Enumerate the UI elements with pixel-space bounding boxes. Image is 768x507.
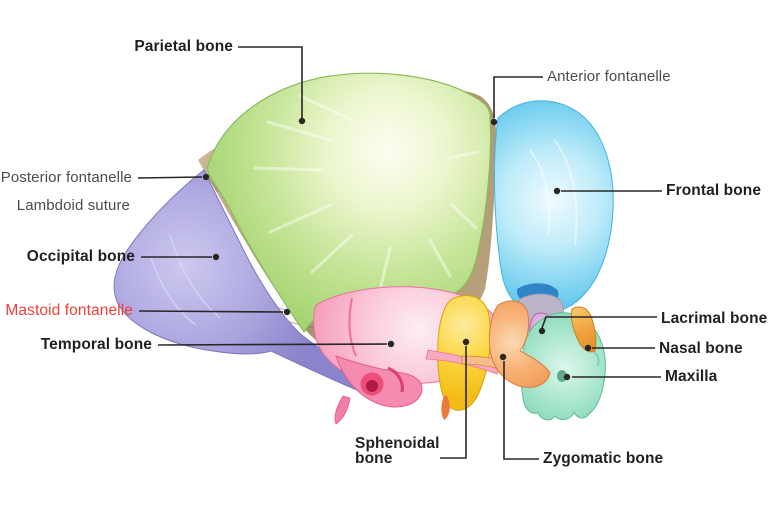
label-occipital-bone: Occipital bone	[26, 248, 135, 265]
parietal-radial-streaks	[253, 94, 480, 292]
label-sphenoidal-line2: bone	[355, 450, 393, 467]
frontal-bone-shape	[493, 100, 614, 314]
leader-dot-mastoid	[283, 308, 291, 316]
leader-dot-temporal	[387, 340, 395, 348]
maxilla-bump-line	[593, 351, 600, 367]
leader-dot-sphenoidal	[462, 338, 470, 346]
tympanic-ring-arc	[387, 366, 404, 393]
leader-dot-maxilla	[563, 373, 571, 381]
label-posterior-fontanelle: Posterior fontanelle	[0, 169, 132, 186]
label-temporal-bone: Temporal bone	[40, 336, 152, 353]
leader-dot-posterior	[202, 173, 210, 181]
leader-line-zygomatic	[503, 361, 539, 460]
leader-line-posterior	[137, 176, 203, 179]
nasal-bone-shape	[570, 306, 597, 353]
infraorbital-foramen	[557, 370, 567, 382]
label-sphenoidal-line1: Sphenoidal	[355, 435, 440, 452]
leader-dot-parietal	[298, 117, 306, 125]
leader-line-temporal	[157, 343, 388, 346]
label-frontal-bone: Frontal bone	[666, 182, 762, 199]
ear-canal-inner	[366, 380, 378, 392]
sphenoid-lower-tip	[441, 396, 450, 420]
leader-dots	[202, 117, 592, 381]
leader-dot-frontal	[553, 187, 561, 195]
label-lambdoid-suture: Lambdoid suture	[16, 197, 130, 214]
label-zygomatic-bone: Zygomatic bone	[543, 450, 664, 467]
styloid-process-shape	[334, 395, 351, 425]
leader-line-mastoid	[138, 310, 284, 313]
label-lacrimal-bone: Lacrimal bone	[661, 310, 768, 327]
leader-dot-nasal	[584, 344, 592, 352]
leader-line-parietal	[238, 46, 303, 118]
leader-line-lacrimal	[541, 316, 657, 329]
label-sphenoidal-bone: Sphenoidal bone	[355, 435, 440, 467]
label-mastoid-fontanelle: Mastoid fontanelle	[5, 302, 133, 319]
leader-line-sphenoidal	[440, 346, 467, 459]
frontal-texture-lines	[529, 139, 578, 246]
label-parietal-bone: Parietal bone	[134, 38, 233, 55]
leader-line-anterior	[493, 76, 543, 118]
sphenoid-bone-shape	[437, 295, 491, 411]
label-anterior-fontanelle: Anterior fontanelle	[547, 68, 671, 85]
label-nasal-bone: Nasal bone	[659, 340, 743, 357]
label-maxilla: Maxilla	[665, 368, 718, 385]
leader-dot-occipital	[212, 253, 220, 261]
leader-dot-anterior	[490, 118, 498, 126]
leader-dot-zygomatic	[499, 353, 507, 361]
leader-dot-lacrimal	[538, 327, 546, 335]
leader-lines	[137, 46, 662, 460]
parietal-bone-shape	[206, 72, 492, 334]
occipital-bone-shape	[113, 169, 376, 394]
